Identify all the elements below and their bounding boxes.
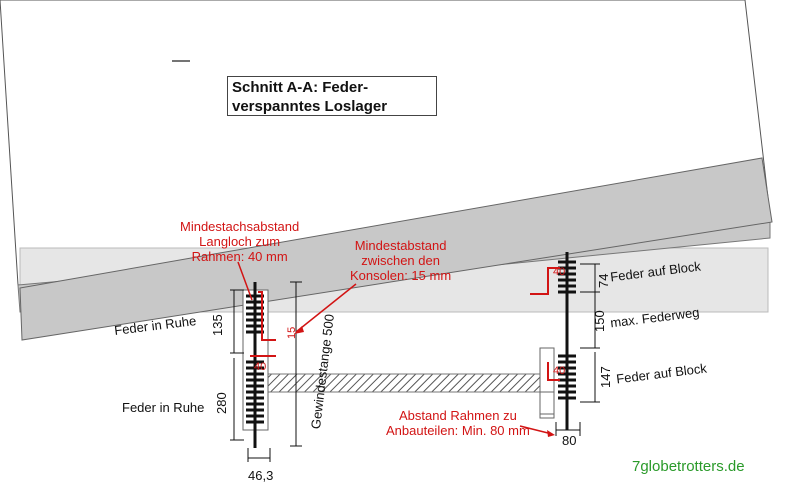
dim-150: 150: [592, 310, 607, 332]
section-title-line2: verspanntes Loslager: [232, 98, 388, 115]
cross-member: [267, 373, 555, 393]
dim-40-right-bottom: 40: [553, 365, 566, 377]
right-spring-assembly: [519, 252, 600, 437]
dim-280: 280: [214, 392, 229, 414]
dim-74: 74: [596, 273, 611, 288]
left-spring-assembly: [230, 261, 357, 462]
dim-15: 15: [286, 326, 298, 339]
dim-80: 80: [562, 433, 577, 448]
dim-46-3: 46,3: [248, 468, 274, 483]
section-title-box: Schnitt A-A: Feder- verspanntes Loslager: [227, 76, 437, 116]
annotation-langloch: Mindestachsabstand Langloch zum Rahmen: …: [180, 219, 300, 264]
frame-band-main: [19, 157, 773, 341]
label-feder-in-ruhe-bottom: Feder in Ruhe: [122, 400, 205, 415]
dim-147: 147: [598, 366, 613, 388]
dim-40-left: 40: [254, 361, 267, 373]
dim-40-right-top: 40: [553, 266, 566, 278]
watermark: 7globetrotters.de: [632, 458, 745, 475]
section-title-line1: Schnitt A-A: Feder-: [232, 79, 369, 96]
dim-135: 135: [210, 314, 225, 336]
annotation-rahmen: Abstand Rahmen zu Anbauteilen: Min. 80 m…: [386, 408, 530, 438]
annotation-konsolen: Mindestabstand zwischen den Konsolen: 15…: [350, 238, 452, 283]
